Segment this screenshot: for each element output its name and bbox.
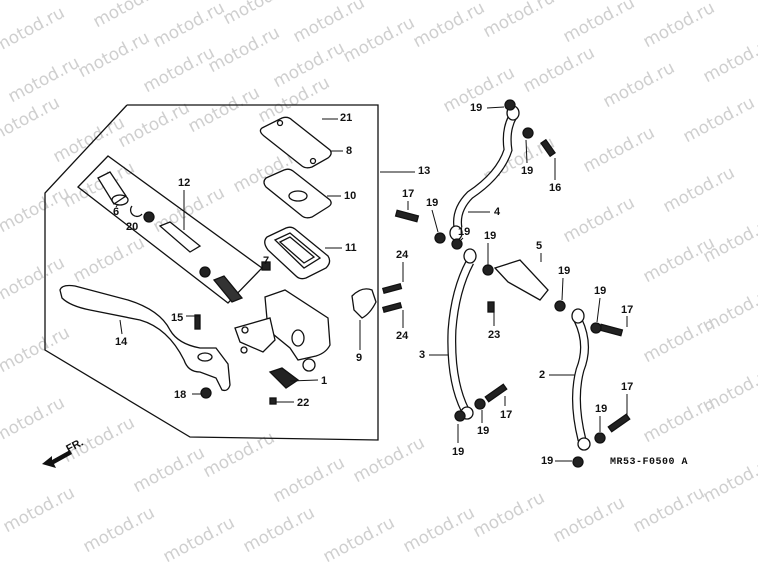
brake-lever-part	[59, 284, 231, 392]
callout-7: 7	[263, 255, 270, 267]
callout-19: 19	[484, 230, 497, 242]
piston-part	[143, 211, 244, 303]
leader-lines	[115, 106, 628, 462]
plate-part	[263, 168, 332, 219]
callout-2: 2	[539, 369, 546, 381]
callout-21: 21	[340, 112, 353, 124]
brake-hose-3-part	[447, 248, 477, 420]
front-direction-arrow-icon	[42, 450, 72, 468]
bolts	[194, 138, 631, 433]
callout-12: 12	[178, 177, 191, 189]
callout-17: 17	[621, 381, 634, 393]
assembly-outline	[44, 104, 379, 441]
callout-19: 19	[594, 285, 607, 297]
brake-hose-2-part	[571, 308, 591, 451]
boot-part	[97, 171, 129, 206]
joint-part	[493, 259, 549, 301]
callout-19: 19	[426, 197, 439, 209]
callout-8: 8	[346, 145, 353, 157]
callout-23: 23	[488, 329, 501, 341]
callout-19: 19	[595, 403, 608, 415]
callout-19: 19	[452, 446, 465, 458]
washers	[200, 99, 606, 468]
callout-17: 17	[500, 409, 513, 421]
callout-14: 14	[115, 336, 128, 348]
callout-18: 18	[174, 389, 187, 401]
callout-19: 19	[470, 102, 483, 114]
figure-code: MR53-F0500 A	[610, 457, 689, 468]
callout-4: 4	[494, 206, 501, 218]
brake-hose-4-part	[449, 105, 520, 241]
callout-19: 19	[477, 425, 490, 437]
diaphragm-part	[264, 226, 331, 280]
callout-17: 17	[402, 188, 415, 200]
callout-1: 1	[321, 375, 328, 387]
callout-19: 19	[541, 455, 554, 467]
callout-16: 16	[549, 182, 562, 194]
callout-24: 24	[396, 249, 409, 261]
callout-13: 13	[418, 165, 431, 177]
callout-20: 20	[126, 221, 139, 233]
callout-10: 10	[344, 190, 357, 202]
reservoir-cap-part	[259, 116, 332, 169]
callout-9: 9	[356, 352, 363, 364]
switch-part	[268, 367, 300, 389]
callout-15: 15	[171, 312, 184, 324]
callout-17: 17	[621, 304, 634, 316]
callout-22: 22	[297, 397, 310, 409]
holder-part	[351, 288, 377, 319]
callout-5: 5	[536, 240, 543, 252]
master-cylinder-body	[234, 289, 331, 372]
callout-19: 19	[558, 265, 571, 277]
callout-6: 6	[113, 206, 120, 218]
callout-3: 3	[419, 349, 426, 361]
circlip-part	[129, 205, 143, 218]
callout-19: 19	[458, 226, 471, 238]
callout-11: 11	[345, 242, 357, 254]
callout-24: 24	[396, 330, 409, 342]
callout-19: 19	[521, 165, 534, 177]
